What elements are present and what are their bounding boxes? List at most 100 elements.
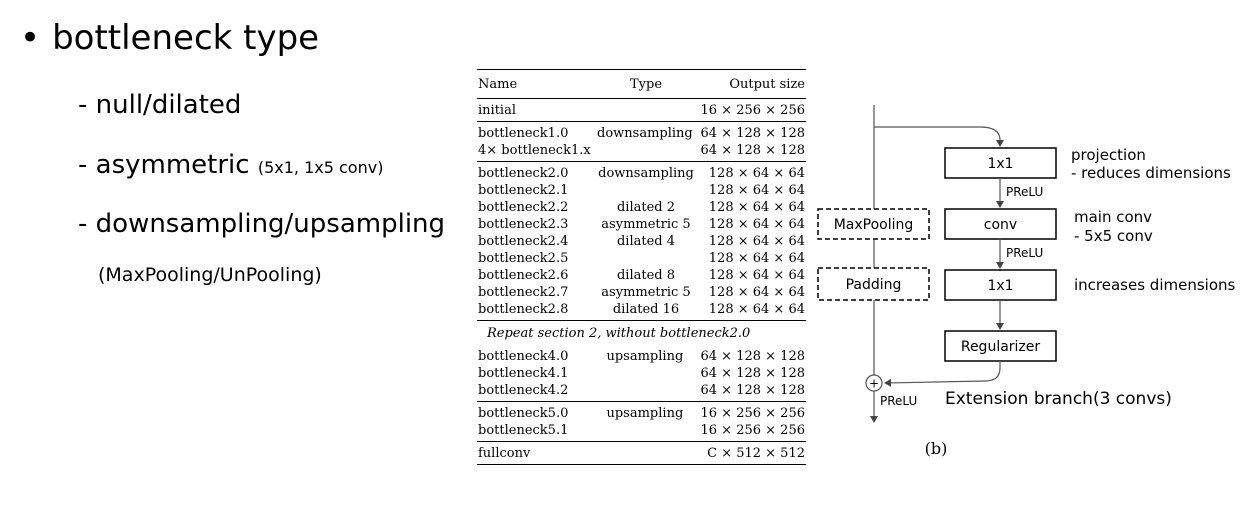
cell-name: bottleneck2.0 <box>478 166 569 181</box>
header-name: Name <box>478 76 518 92</box>
cell-name: bottleneck4.1 <box>478 366 569 381</box>
cell-output-size: 64 × 128 × 128 <box>700 143 805 158</box>
slide-heading: • bottleneck type <box>20 18 319 58</box>
maxpooling-label: MaxPooling <box>834 217 914 233</box>
bullet-text: downsampling/upsampling <box>95 209 446 239</box>
cell-name: bottleneck2.3 <box>478 217 569 232</box>
annot-increases: increases dimensions <box>1074 276 1236 294</box>
cell-name: bottleneck2.8 <box>478 302 569 317</box>
table-header-row: Name Type Output size <box>477 70 806 98</box>
bullet-asymmetric: - asymmetric (5x1, 1x5 conv) <box>78 150 384 180</box>
table-row: bottleneck2.1 128 × 64 × 64 <box>477 182 806 199</box>
prelu-label-1: PReLU <box>1006 185 1043 199</box>
proj-conv-box <box>944 147 1057 179</box>
annot-extension-branch: Extension branch(3 convs) <box>945 389 1172 409</box>
cell-name: fullconv <box>478 446 531 461</box>
cell-type: dilated 8 <box>616 268 676 283</box>
cell-name: bottleneck4.0 <box>478 349 569 364</box>
table-row: bottleneck5.1 16 × 256 × 256 <box>477 422 806 439</box>
table-row: bottleneck2.4 dilated 4 128 × 64 × 64 <box>477 233 806 250</box>
cell-name: bottleneck1.0 <box>478 126 569 141</box>
add-node <box>865 374 883 392</box>
bullet-null-dilated: - null/dilated <box>78 90 242 120</box>
table-rule <box>477 320 806 321</box>
cell-output-size: 128 × 64 × 64 <box>708 251 805 266</box>
cell-output-size: 128 × 64 × 64 <box>708 183 805 198</box>
cell-output-size: C × 512 × 512 <box>707 446 805 461</box>
cell-type: dilated 4 <box>616 234 676 249</box>
table-rule <box>477 98 806 99</box>
split-connector <box>874 126 1004 147</box>
cell-name: initial <box>478 103 516 118</box>
table-group: fullconv C × 512 × 512 <box>477 442 806 464</box>
cell-output-size: 128 × 64 × 64 <box>708 217 805 232</box>
cell-name: bottleneck2.2 <box>478 200 569 215</box>
cell-output-size: 128 × 64 × 64 <box>708 200 805 215</box>
table-row: 4× bottleneck1.x 64 × 128 × 128 <box>477 142 806 159</box>
cell-name: 4× bottleneck1.x <box>478 143 591 158</box>
table-row: bottleneck4.0 upsampling 64 × 128 × 128 <box>477 348 806 365</box>
heading-text: bottleneck type <box>52 18 320 58</box>
annot-main-conv: main conv <box>1074 208 1152 226</box>
table-row: fullconv C × 512 × 512 <box>477 445 806 462</box>
table-row: bottleneck2.2 dilated 2 128 × 64 × 64 <box>477 199 806 216</box>
table-rule-top <box>477 69 806 70</box>
cell-type: upsampling <box>606 349 684 364</box>
expand-conv-label: 1x1 <box>987 278 1013 294</box>
bullet-dot: • <box>20 18 41 58</box>
table-row: bottleneck2.5 128 × 64 × 64 <box>477 250 806 267</box>
cell-name: bottleneck2.5 <box>478 251 569 266</box>
cell-output-size: 16 × 256 × 256 <box>700 423 805 438</box>
table-rule <box>477 441 806 442</box>
cell-output-size: 64 × 128 × 128 <box>700 366 805 381</box>
repeat-note: Repeat section 2, without bottleneck2.0 <box>487 325 751 341</box>
cell-output-size: 16 × 256 × 256 <box>700 406 805 421</box>
cell-name: bottleneck2.4 <box>478 234 569 249</box>
cell-type: dilated 2 <box>616 200 676 215</box>
regularizer-label: Regularizer <box>961 339 1041 355</box>
cell-type: downsampling <box>597 126 693 141</box>
cell-output-size: 128 × 64 × 64 <box>708 302 805 317</box>
table-rule <box>477 121 806 122</box>
cell-type: asymmetric 5 <box>601 217 691 232</box>
bullet-downsampling-upsampling: - downsampling/upsampling <box>78 209 446 239</box>
cell-name: bottleneck2.6 <box>478 268 569 283</box>
cell-output-size: 64 × 128 × 128 <box>700 383 805 398</box>
cell-type: asymmetric 5 <box>601 285 691 300</box>
padding-label: Padding <box>846 277 902 293</box>
header-type: Type <box>629 76 663 92</box>
main-conv-label: conv <box>984 217 1017 233</box>
padding-box <box>817 267 930 301</box>
table-row: bottleneck2.3 asymmetric 5 128 × 64 × 64 <box>477 216 806 233</box>
regularizer-box <box>944 330 1057 362</box>
annot-projection-detail: - reduces dimensions <box>1071 164 1231 182</box>
cell-output-size: 128 × 64 × 64 <box>708 234 805 249</box>
cell-type: upsampling <box>606 406 684 421</box>
cell-name: bottleneck2.1 <box>478 183 569 198</box>
expand-conv-box <box>944 269 1057 301</box>
bullet-text: null/dilated <box>95 90 242 120</box>
bullet-note: (5x1, 1x5 conv) <box>257 158 384 177</box>
annot-main-conv-detail: - 5x5 conv <box>1074 227 1153 245</box>
cell-name: bottleneck5.0 <box>478 406 569 421</box>
cell-name: bottleneck5.1 <box>478 423 569 438</box>
prelu-output-label: PReLU <box>880 394 917 408</box>
figure-caption: (b) <box>925 439 948 458</box>
table-rule <box>477 161 806 162</box>
cell-output-size: 64 × 128 × 128 <box>700 349 805 364</box>
